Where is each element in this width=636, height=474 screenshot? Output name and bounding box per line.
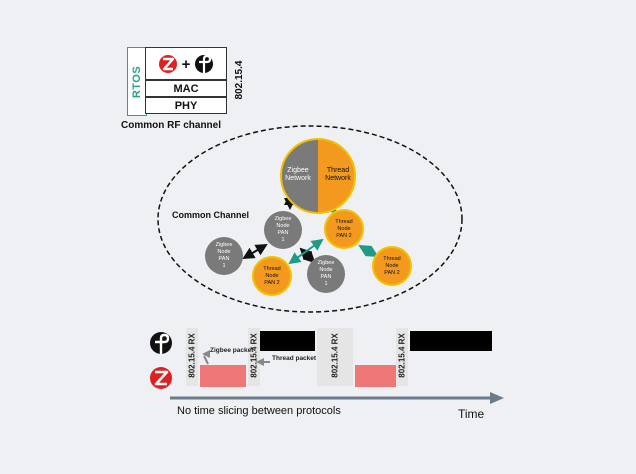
rx-label-3: 802.15.4 RX (330, 333, 340, 378)
zigbee-node-bottom-l1: Zigbee (318, 260, 335, 266)
zigbee-node-top: Zigbee Node PAN 1 (264, 211, 302, 249)
zigbee-logo-icon (159, 54, 177, 73)
phy-label: PHY (174, 99, 198, 112)
zigbee-node-bottom-l4: 1 (324, 281, 327, 287)
thread-node-left-l2: Node (265, 273, 278, 279)
link-zigbee-node-left (242, 243, 268, 260)
phy-layer: PHY (145, 97, 227, 114)
zigbee-packet-label: Zigbee packet (210, 347, 254, 354)
zigbee-packet-1 (200, 365, 246, 387)
thread-packet-pointer-icon (256, 358, 264, 366)
thread-logo-icon (150, 332, 172, 354)
time-axis (170, 392, 504, 404)
packet-annotations (202, 350, 270, 366)
rx-window-3: 802.15.4 RX (317, 328, 353, 386)
thread-packet-label: Thread packet (272, 355, 317, 362)
rx-label-1: 802.15.4 RX (187, 333, 197, 378)
zigbee-node-bottom-l2: Node (319, 267, 332, 273)
link-thread-node-right (358, 244, 379, 258)
zigbee-packet-2 (355, 365, 396, 387)
time-arrow-icon (490, 392, 504, 404)
thread-node-right-l1: Thread (383, 256, 400, 262)
thread-logo-icon (195, 54, 213, 73)
zigbee-node-left-l1: Zigbee (216, 242, 233, 248)
thread-node-left-l3: PAN 2 (264, 280, 280, 286)
thread-node-right-l3: PAN 2 (384, 270, 400, 276)
mac-label: MAC (173, 82, 199, 95)
zigbee-node-left-l3: PAN (219, 256, 230, 262)
common-channel-label: Common Channel (172, 210, 249, 220)
thread-node-top-l3: PAN 2 (336, 233, 352, 239)
zigbee-network-label-2: Network (285, 175, 311, 182)
zigbee-node-left: Zigbee Node PAN 1 (205, 237, 243, 275)
thread-node-left: Thread Node PAN 2 (252, 256, 292, 296)
zigbee-node-top-l3: PAN (278, 230, 289, 236)
common-channel-boundary (157, 125, 463, 313)
thread-network-label-1: Thread (327, 167, 349, 174)
mac-layer: MAC (145, 80, 227, 97)
rx-label-4: 802.15.4 RX (397, 333, 407, 378)
thread-node-top-l1: Thread (335, 219, 352, 225)
protocol-layer: + (145, 47, 227, 80)
zigbee-node-bottom-l3: PAN (321, 274, 332, 280)
network-diagram: Common Channel Zigbee Network Thread Net… (157, 125, 463, 313)
thread-node-left-l1: Thread (263, 266, 280, 272)
zigbee-node-bottom: Zigbee Node PAN 1 (307, 255, 345, 293)
rx-window-2: 802.15.4 RX (248, 328, 260, 386)
thread-node-top: Thread Node PAN 2 (324, 209, 364, 249)
thread-node-right: Thread Node PAN 2 (372, 246, 412, 286)
time-axis-label: Time (458, 407, 485, 421)
zigbee-packet-pointer-icon (202, 350, 210, 358)
thread-network-label-2: Network (325, 175, 351, 182)
network-circle: Zigbee Network Thread Network (280, 138, 356, 214)
thread-packet-2 (410, 331, 492, 351)
rx-window-1: 802.15.4 RX (186, 328, 198, 386)
zigbee-node-top-l4: 1 (281, 237, 284, 243)
rx-window-4: 802.15.4 RX (396, 328, 408, 386)
zigbee-node-left-l4: 1 (222, 263, 225, 269)
stack-caption: Common RF channel (121, 120, 222, 131)
protocol-logos: + (159, 54, 213, 73)
plus-sign: + (182, 56, 191, 73)
zigbee-network-label-1: Zigbee (287, 167, 309, 174)
timeline-caption: No time slicing between protocols (177, 405, 341, 417)
thread-node-right-l2: Node (385, 263, 398, 269)
link-thread-node-left (288, 238, 324, 265)
zigbee-logo-icon (150, 367, 172, 389)
zigbee-node-top-l1: Zigbee (275, 216, 292, 222)
zigbee-packet-pointer-line (203, 355, 209, 365)
thread-node-top-l2: Node (337, 226, 350, 232)
zigbee-node-left-l2: Node (217, 249, 230, 255)
zigbee-node-top-l2: Node (276, 223, 289, 229)
thread-packet-1 (260, 331, 315, 351)
